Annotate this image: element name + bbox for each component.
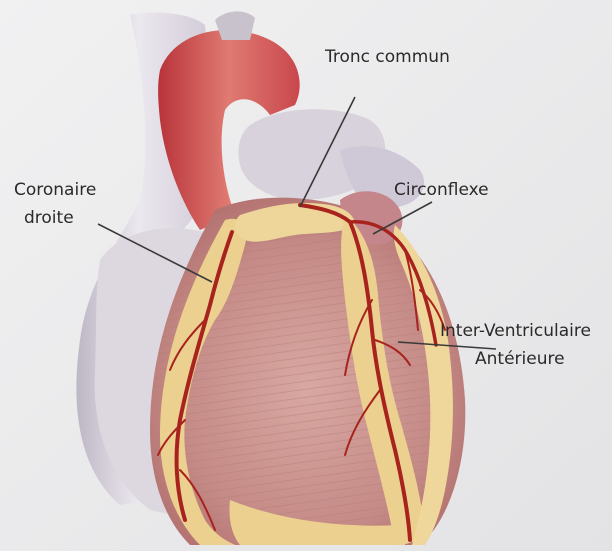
label-tronc-commun: Tronc commun — [324, 47, 450, 67]
label-inter-ventriculaire-line2: Antérieure — [475, 349, 565, 369]
label-coronaire-droite-line1: Coronaire — [14, 180, 96, 200]
label-circonflexe: Circonflexe — [394, 180, 489, 200]
label-inter-ventriculaire-line1: Inter-Ventriculaire — [440, 321, 591, 341]
label-coronaire-droite-line2: droite — [24, 208, 74, 228]
aortic-arch-branch — [215, 11, 255, 40]
